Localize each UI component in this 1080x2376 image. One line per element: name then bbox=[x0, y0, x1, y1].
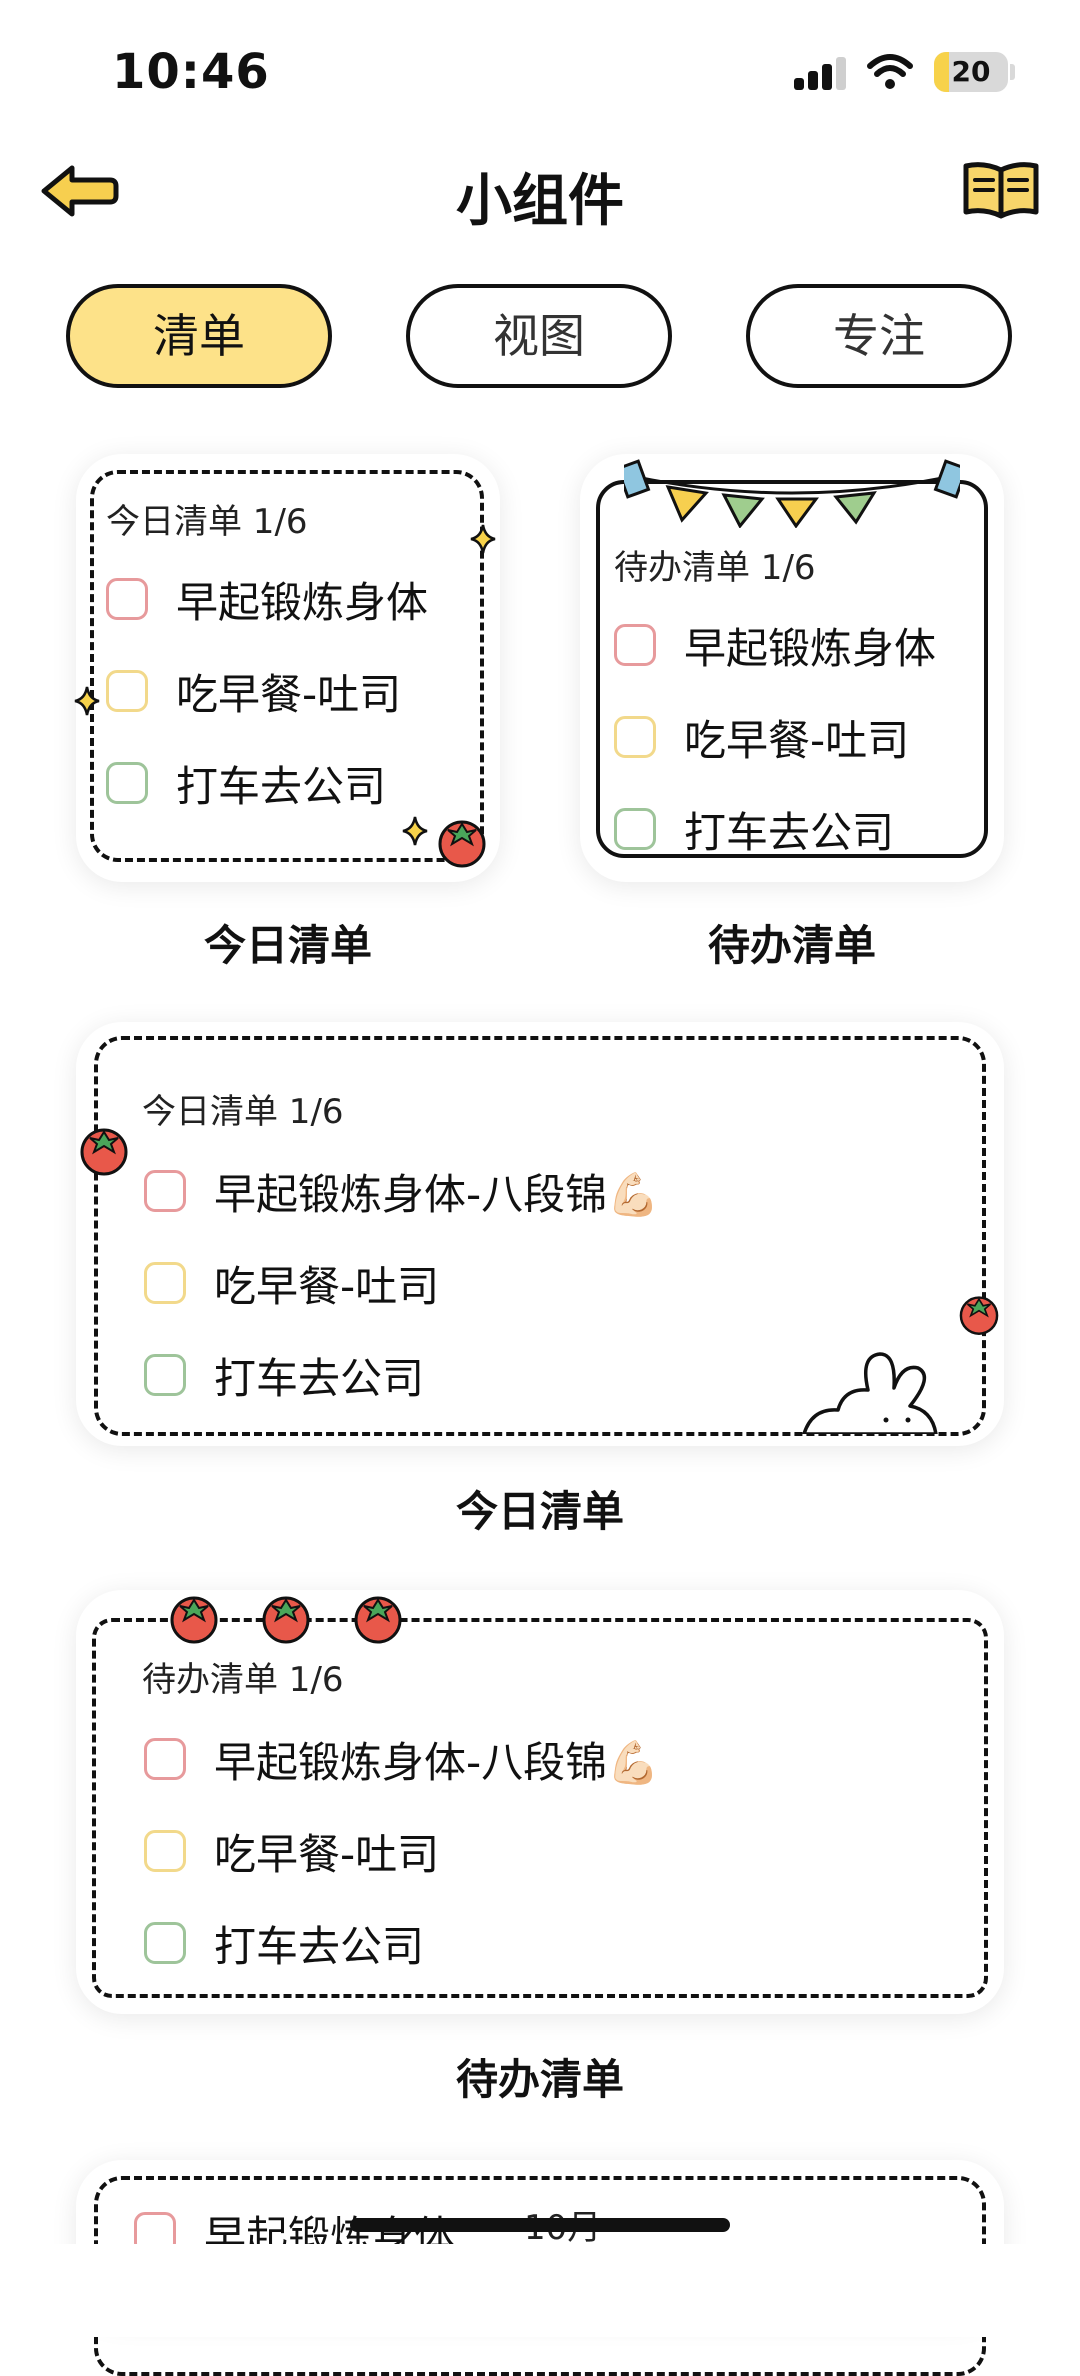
widget-frame bbox=[94, 1036, 986, 1436]
tomato-icon bbox=[354, 1596, 402, 1644]
widget-today-small[interactable]: 今日清单 1/6 早起锻炼身体 吃早餐-吐司 打车去公司 bbox=[74, 454, 500, 882]
list-item[interactable]: 早起锻炼身体-八段锦💪🏻 bbox=[144, 1166, 659, 1219]
checkbox[interactable] bbox=[144, 1830, 186, 1872]
tomato-icon bbox=[438, 820, 486, 868]
item-text: 吃早餐-吐司 bbox=[214, 1829, 440, 1879]
cellular-signal-icon bbox=[794, 57, 846, 90]
item-text: 打车去公司 bbox=[176, 761, 387, 811]
sparkle-icon bbox=[402, 816, 428, 846]
list-item[interactable]: 打车去公司 bbox=[106, 758, 386, 811]
widget-frame bbox=[90, 470, 484, 862]
wifi-icon bbox=[867, 54, 913, 89]
item-text: 早起锻炼身体 bbox=[176, 577, 429, 627]
item-text: 打车去公司 bbox=[214, 1353, 425, 1403]
widget-header: 今日清单 1/6 bbox=[106, 502, 308, 542]
checkbox[interactable] bbox=[614, 716, 656, 758]
list-item[interactable]: 早起锻炼身体-八段锦💪🏻 bbox=[144, 1734, 659, 1787]
bunny-icon bbox=[802, 1352, 938, 1434]
back-arrow-icon[interactable] bbox=[38, 160, 120, 222]
item-text: 打车去公司 bbox=[214, 1921, 425, 1971]
item-text: 早起锻炼身体-八段锦💪🏻 bbox=[214, 1737, 660, 1787]
status-bar: 10:46 20 bbox=[0, 0, 1080, 140]
checkbox[interactable] bbox=[144, 1170, 186, 1212]
item-text: 早起锻炼身体-八段锦💪🏻 bbox=[214, 1169, 660, 1219]
widget-header: 待办清单 1/6 bbox=[614, 548, 816, 588]
list-item[interactable]: 打车去公司 bbox=[144, 1350, 424, 1403]
home-indicator[interactable] bbox=[350, 2218, 730, 2232]
bunting-icon bbox=[624, 459, 960, 528]
checkbox[interactable] bbox=[106, 762, 148, 804]
item-text: 打车去公司 bbox=[684, 807, 895, 857]
list-item[interactable]: 吃早餐-吐司 bbox=[144, 1258, 439, 1311]
tab-list[interactable]: 清单 bbox=[66, 284, 332, 388]
widget-caption: 今日清单 bbox=[203, 921, 372, 970]
item-text: 吃早餐-吐司 bbox=[684, 715, 910, 765]
tomato-icon bbox=[80, 1128, 128, 1176]
checkbox[interactable] bbox=[106, 670, 148, 712]
list-item[interactable]: 打车去公司 bbox=[614, 804, 894, 857]
checkbox[interactable] bbox=[144, 1922, 186, 1964]
widget-header: 待办清单 1/6 bbox=[142, 1660, 344, 1700]
tab-view[interactable]: 视图 bbox=[406, 284, 672, 388]
widget-caption: 待办清单 bbox=[707, 921, 876, 970]
widget-today-medium[interactable]: 今日清单 1/6 早起锻炼身体-八段锦💪🏻 吃早餐-吐司 打车去公司 bbox=[76, 1022, 1004, 1446]
item-text: 吃早餐-吐司 bbox=[176, 669, 402, 719]
widget-frame bbox=[92, 1618, 988, 1998]
list-item[interactable]: 早起锻炼身体 bbox=[106, 574, 428, 627]
battery-tip bbox=[1010, 64, 1015, 80]
checkbox[interactable] bbox=[106, 578, 148, 620]
checkbox[interactable] bbox=[144, 1738, 186, 1780]
bottom-fade bbox=[0, 2244, 1080, 2337]
list-item[interactable]: 早起锻炼身体 bbox=[614, 620, 936, 673]
item-text: 早起锻炼身体 bbox=[684, 623, 937, 673]
widget-header: 今日清单 1/6 bbox=[142, 1092, 344, 1132]
checkbox[interactable] bbox=[614, 624, 656, 666]
widget-caption: 待办清单 bbox=[455, 2055, 624, 2104]
list-item[interactable]: 打车去公司 bbox=[144, 1918, 424, 1971]
battery-level: 20 bbox=[951, 55, 991, 88]
tomato-icon bbox=[262, 1596, 310, 1644]
status-time: 10:46 bbox=[112, 44, 270, 100]
sparkle-icon bbox=[470, 524, 496, 554]
item-text: 吃早餐-吐司 bbox=[214, 1261, 440, 1311]
list-item[interactable]: 吃早餐-吐司 bbox=[614, 712, 909, 765]
checkbox[interactable] bbox=[614, 808, 656, 850]
widget-todo-medium[interactable]: 待办清单 1/6 早起锻炼身体-八段锦💪🏻 吃早餐-吐司 打车去公司 bbox=[76, 1590, 1004, 2014]
book-icon[interactable] bbox=[960, 158, 1042, 220]
tab-focus[interactable]: 专注 bbox=[746, 284, 1012, 388]
page-title: 小组件 bbox=[456, 168, 624, 234]
battery-icon: 20 bbox=[934, 52, 1008, 92]
tomato-icon bbox=[170, 1596, 218, 1644]
list-item[interactable]: 吃早餐-吐司 bbox=[144, 1826, 439, 1879]
widget-frame bbox=[596, 480, 988, 858]
widget-todo-small[interactable]: 待办清单 1/6 早起锻炼身体 吃早餐-吐司 打车去公司 bbox=[580, 454, 1004, 882]
tomato-icon bbox=[959, 1296, 999, 1335]
checkbox[interactable] bbox=[144, 1354, 186, 1396]
sparkle-icon bbox=[74, 686, 100, 716]
checkbox[interactable] bbox=[144, 1262, 186, 1304]
list-item[interactable]: 吃早餐-吐司 bbox=[106, 666, 401, 719]
widget-caption: 今日清单 bbox=[455, 1487, 624, 1536]
